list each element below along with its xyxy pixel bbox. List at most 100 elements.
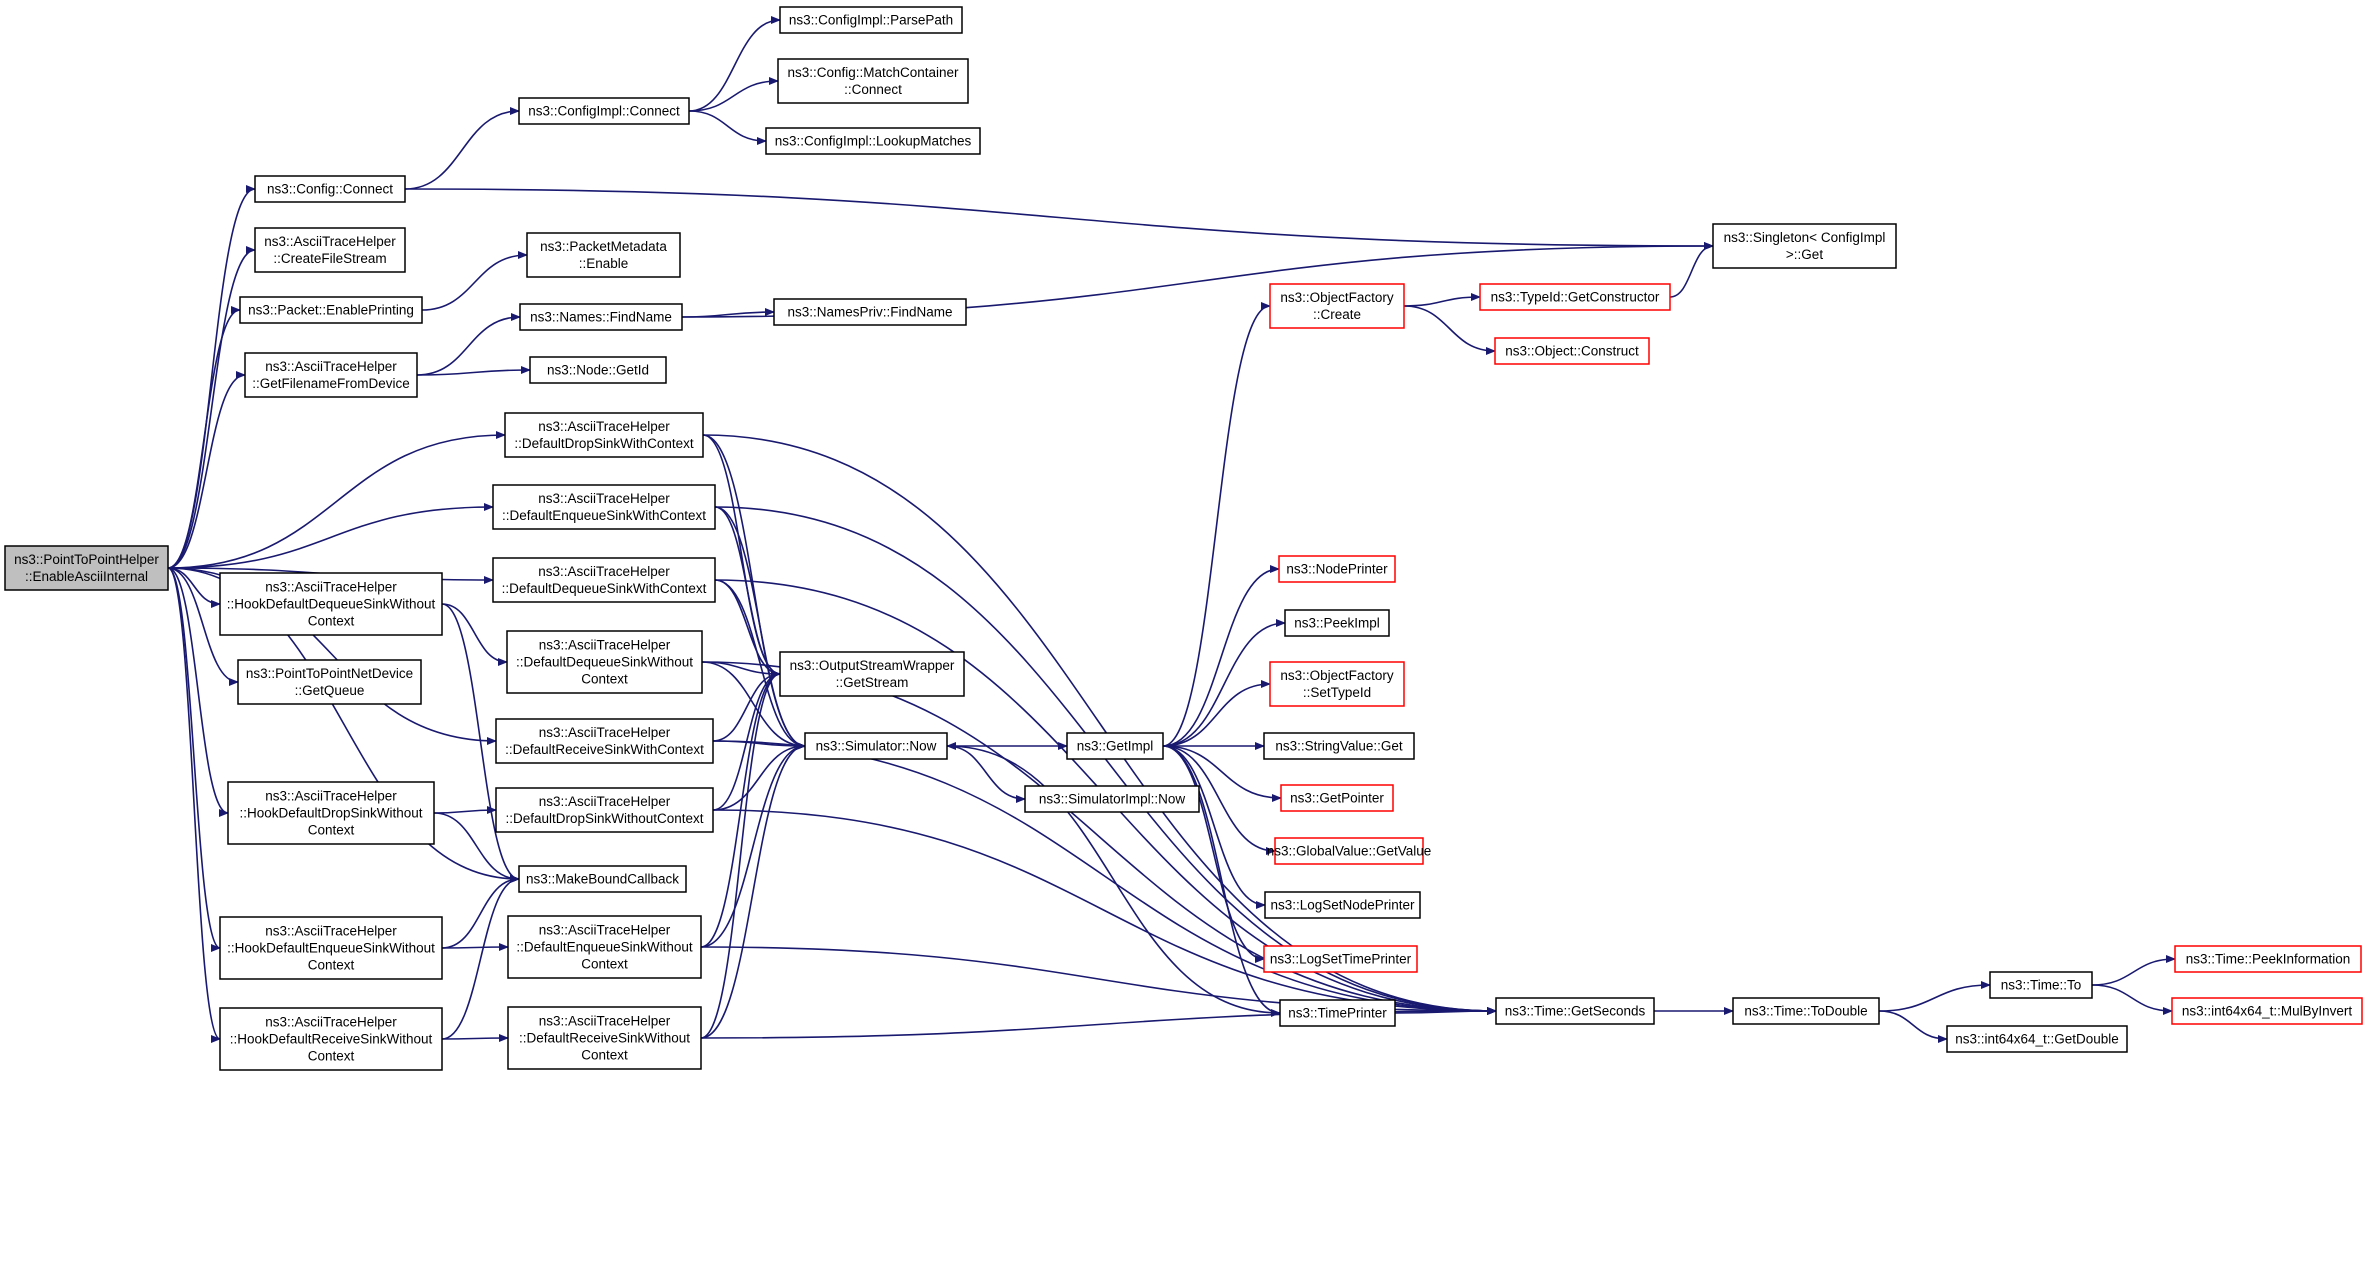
- node-time-getseconds[interactable]: ns3::Time::GetSeconds: [1495, 997, 1655, 1025]
- edge-line: [700, 742, 806, 948]
- edge-drop-without-ctx-to-simulator-now: [712, 742, 806, 811]
- node-dequeue-without-ctx[interactable]: ns3::AsciiTraceHelper::DefaultDequeueSin…: [506, 630, 703, 694]
- node-names-findname[interactable]: ns3::Names::FindName: [519, 303, 683, 331]
- node-logsettimeprinter[interactable]: ns3::LogSetTimePrinter: [1263, 945, 1418, 973]
- node-peekimpl[interactable]: ns3::PeekImpl: [1284, 609, 1390, 637]
- node-stringvalue-get[interactable]: ns3::StringValue::Get: [1263, 732, 1415, 760]
- node-singleton-get[interactable]: ns3::Singleton< ConfigImpl >::Get: [1712, 223, 1897, 269]
- node-timeprinter[interactable]: ns3::TimePrinter: [1279, 999, 1396, 1027]
- node-osw-getstream[interactable]: ns3::OutputStreamWrapper::GetStream: [779, 651, 965, 697]
- edge-hook-drop-to-make-bound-callback: [433, 812, 520, 883]
- node-simulator-now[interactable]: ns3::Simulator::Now: [804, 732, 948, 760]
- node-packet-enable-printing[interactable]: ns3::Packet::EnablePrinting: [239, 296, 423, 324]
- node-label-line: ns3::GetPointer: [1290, 791, 1384, 806]
- node-label-line: ::HookDefaultDequeueSinkWithout: [227, 597, 436, 612]
- node-label-line: ns3::PeekImpl: [1294, 616, 1380, 631]
- edge-objfactory-create-to-object-construct: [1403, 305, 1496, 355]
- node-box: [506, 630, 703, 694]
- node-box: [765, 127, 981, 155]
- node-p2p-get-queue[interactable]: ns3::PointToPointNetDevice::GetQueue: [237, 659, 422, 705]
- edge-line: [946, 745, 1026, 803]
- node-label-line: ns3::ObjectFactory: [1280, 290, 1394, 305]
- edge-line: [1162, 745, 1276, 855]
- node-enqueue-without-ctx[interactable]: ns3::AsciiTraceHelper::DefaultEnqueueSin…: [507, 915, 702, 979]
- node-box: [1280, 784, 1394, 812]
- node-globalvalue-getvalue[interactable]: ns3::GlobalValue::GetValue: [1267, 837, 1432, 865]
- node-box: [1495, 997, 1655, 1025]
- node-box: [2171, 997, 2363, 1025]
- node-box: [779, 651, 965, 697]
- node-label-line: ns3::LogSetNodePrinter: [1270, 898, 1415, 913]
- node-match-container-connect[interactable]: ns3::Config::MatchContainer::Connect: [777, 58, 969, 104]
- node-drop-with-ctx[interactable]: ns3::AsciiTraceHelper::DefaultDropSinkWi…: [504, 412, 704, 458]
- node-get-filename[interactable]: ns3::AsciiTraceHelper::GetFilenameFromDe…: [244, 352, 418, 398]
- edge-enqueue-with-ctx-to-osw-getstream: [714, 506, 781, 678]
- edge-root-to-hook-enqueue: [167, 567, 221, 952]
- node-label-line: ns3::NodePrinter: [1286, 562, 1388, 577]
- node-box: [219, 1007, 443, 1071]
- node-label-line: ::DefaultReceiveSinkWithContext: [505, 742, 704, 757]
- node-label-line: ::DefaultEnqueueSinkWithout: [516, 940, 693, 955]
- node-hook-enqueue[interactable]: ns3::AsciiTraceHelper::HookDefaultEnqueu…: [219, 916, 443, 980]
- edge-time-to-to-time-peekinformation: [2091, 955, 2176, 986]
- node-pkt-metadata-enable[interactable]: ns3::PacketMetadata::Enable: [526, 232, 681, 278]
- edge-hook-dequeue-to-dequeue-without-ctx: [441, 603, 508, 666]
- node-int64-getdouble[interactable]: ns3::int64x64_t::GetDouble: [1946, 1025, 2128, 1053]
- node-object-construct[interactable]: ns3::Object::Construct: [1494, 337, 1650, 365]
- edge-line: [167, 371, 246, 569]
- edge-line: [702, 434, 806, 750]
- node-namespriv-findname[interactable]: ns3::NamesPriv::FindName: [773, 298, 967, 326]
- node-label-line: ns3::Config::MatchContainer: [787, 65, 959, 80]
- node-cfgimpl-lookupmatches[interactable]: ns3::ConfigImpl::LookupMatches: [765, 127, 981, 155]
- node-root[interactable]: ns3::PointToPointHelper::EnableAsciiInte…: [4, 545, 169, 591]
- node-typeid-getconstructor[interactable]: ns3::TypeId::GetConstructor: [1479, 283, 1671, 311]
- node-getimpl[interactable]: ns3::GetImpl: [1066, 732, 1164, 760]
- node-receive-with-ctx[interactable]: ns3::AsciiTraceHelper::DefaultReceiveSin…: [495, 718, 714, 764]
- node-label-line: ns3::Singleton< ConfigImpl: [1724, 230, 1886, 245]
- node-dequeue-with-ctx[interactable]: ns3::AsciiTraceHelper::DefaultDequeueSin…: [492, 557, 716, 603]
- node-objfactory-settypeid[interactable]: ns3::ObjectFactory::SetTypeId: [1269, 661, 1405, 707]
- edge-line: [714, 506, 781, 678]
- node-box: [518, 97, 690, 125]
- edge-dequeue-without-ctx-to-simulator-now: [701, 661, 806, 750]
- edge-line: [167, 503, 494, 569]
- node-box: [507, 915, 702, 979]
- node-time-todouble[interactable]: ns3::Time::ToDouble: [1732, 997, 1880, 1025]
- node-node-getid[interactable]: ns3::Node::GetId: [529, 356, 667, 384]
- node-hook-drop[interactable]: ns3::AsciiTraceHelper::HookDefaultDropSi…: [227, 781, 435, 845]
- node-receive-without-ctx[interactable]: ns3::AsciiTraceHelper::DefaultReceiveSin…: [507, 1006, 702, 1070]
- edge-line: [1394, 1007, 1497, 1016]
- node-cfg-connect[interactable]: ns3::Config::Connect: [254, 175, 406, 203]
- node-hook-dequeue[interactable]: ns3::AsciiTraceHelper::HookDefaultDequeu…: [219, 572, 443, 636]
- edge-getimpl-to-logsetnodeprinter: [1162, 745, 1266, 909]
- node-time-peekinformation[interactable]: ns3::Time::PeekInformation: [2174, 945, 2362, 973]
- node-label-line: ns3::OutputStreamWrapper: [790, 658, 955, 673]
- node-label-line: ns3::ConfigImpl::ParsePath: [789, 13, 953, 28]
- node-getpointer[interactable]: ns3::GetPointer: [1280, 784, 1394, 812]
- node-enqueue-with-ctx[interactable]: ns3::AsciiTraceHelper::DefaultEnqueueSin…: [492, 484, 716, 530]
- node-nodeprinter[interactable]: ns3::NodePrinter: [1278, 555, 1396, 583]
- edge-getimpl-to-getpointer: [1162, 745, 1282, 802]
- node-time-to[interactable]: ns3::Time::To: [1989, 971, 2093, 999]
- node-label-line: ns3::AsciiTraceHelper: [538, 564, 670, 579]
- node-box: [804, 732, 948, 760]
- edge-time-todouble-to-int64-getdouble: [1878, 1010, 1948, 1043]
- edge-line: [712, 670, 781, 742]
- node-create-file-stream[interactable]: ns3::AsciiTraceHelper::CreateFileStream: [254, 227, 406, 273]
- edge-line: [167, 431, 506, 569]
- node-box: [1263, 945, 1418, 973]
- node-drop-without-ctx[interactable]: ns3::AsciiTraceHelper::DefaultDropSinkWi…: [495, 787, 714, 833]
- edge-root-to-get-filename: [167, 371, 246, 569]
- node-label-line: ns3::int64x64_t::GetDouble: [1955, 1032, 2119, 1047]
- node-cfgimpl-connect[interactable]: ns3::ConfigImpl::Connect: [518, 97, 690, 125]
- node-cfgimpl-parsepath[interactable]: ns3::ConfigImpl::ParsePath: [779, 6, 963, 34]
- node-label-line: Context: [308, 1049, 355, 1064]
- node-simulatorimpl-now[interactable]: ns3::SimulatorImpl::Now: [1024, 785, 1200, 813]
- node-logsetnodeprinter[interactable]: ns3::LogSetNodePrinter: [1264, 891, 1421, 919]
- node-make-bound-callback[interactable]: ns3::MakeBoundCallback: [518, 865, 687, 893]
- node-int64-mulbyinvert[interactable]: ns3::int64x64_t::MulByInvert: [2171, 997, 2363, 1025]
- edge-line: [433, 806, 497, 815]
- node-objfactory-create[interactable]: ns3::ObjectFactory::Create: [1269, 283, 1405, 329]
- edge-hook-drop-to-drop-without-ctx: [433, 806, 497, 815]
- node-hook-receive[interactable]: ns3::AsciiTraceHelper::HookDefaultReceiv…: [219, 1007, 443, 1071]
